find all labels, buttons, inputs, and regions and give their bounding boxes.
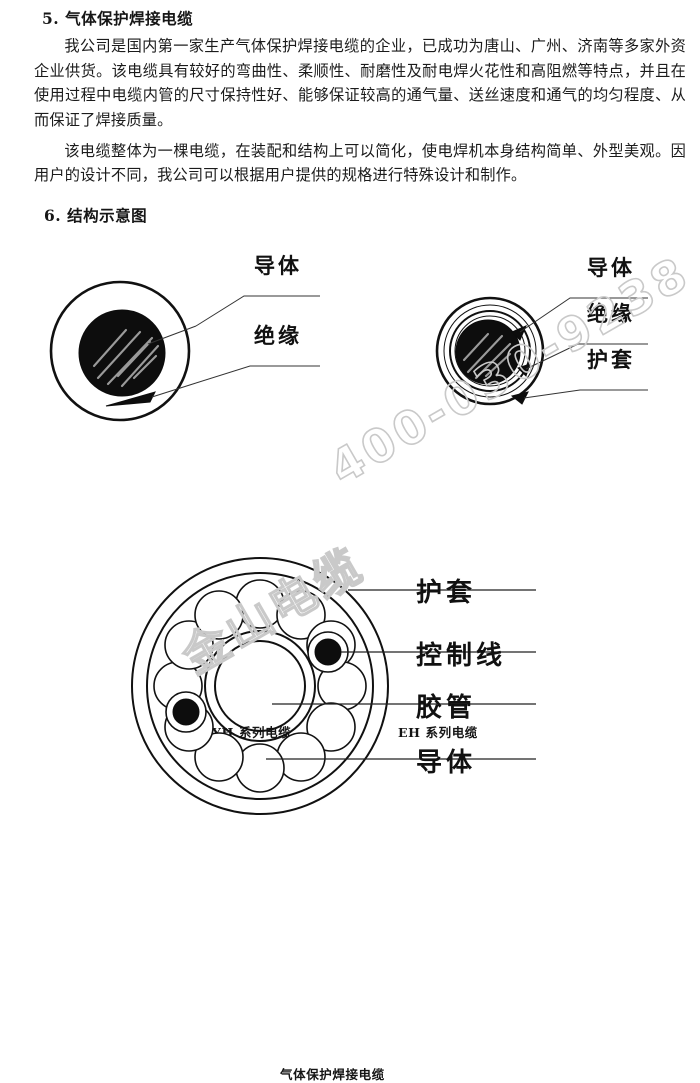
eh-conductor-leader — [519, 297, 648, 333]
yh-label-insulation: 绝缘 — [254, 323, 302, 348]
eh-insulation-leader — [525, 343, 648, 370]
gas-conductor-ring — [153, 578, 367, 793]
gas-label-conductor: 导体 — [416, 747, 477, 778]
gas-conductor-circle — [164, 619, 214, 670]
yh-cable-drawing — [49, 280, 320, 422]
eh-label-insulation: 绝缘 — [587, 301, 635, 326]
gas-conductor-circle — [194, 731, 244, 782]
gas-control-wire-upper-right — [307, 630, 349, 673]
yh-core-hatching — [92, 328, 160, 387]
eh-sheath-leader — [523, 389, 648, 399]
section-5-paragraph-2: 该电缆整体为一棵电缆，在装配和结构上可以简化，使电焊机本身结构简单、外型美观。因… — [34, 141, 686, 185]
gas-label-sheath: 护套 — [416, 577, 477, 608]
gas-sheath-outer-circle — [131, 556, 389, 815]
section-6-title: 结构示意图 — [67, 205, 148, 225]
gas-label-control-wire: 控制线 — [416, 640, 507, 671]
figures-area: 导体 绝缘 导体 — [0, 226, 700, 1082]
yh-conductor-leader — [195, 295, 320, 327]
eh-cable-drawing — [435, 296, 648, 406]
eh-cable-figure: 导体 绝缘 护套 — [360, 226, 700, 496]
gas-cable-figure: 护套 控制线 胶管 导体 — [120, 556, 680, 826]
eh-insulation-circle — [449, 309, 531, 392]
eh-conductor-arrowhead — [511, 324, 527, 341]
gas-conductor-circle — [306, 701, 356, 752]
eh-insulation-arrowhead — [517, 362, 531, 377]
yh-cable-figure: 导体 绝缘 — [0, 226, 360, 496]
yh-insulation-circle — [49, 280, 191, 422]
gas-conductor-circle — [235, 578, 285, 629]
eh-label-sheath: 护套 — [587, 347, 635, 372]
section-5-paragraph-1: 我公司是国内第一家生产气体保护焊接电缆的企业，已成功为唐山、广州、济南等多家外资… — [34, 37, 686, 129]
gas-conductor-circle — [235, 742, 285, 793]
gas-hose-outer-circle — [204, 629, 316, 742]
section-5-title: 气体保护焊接电缆 — [65, 9, 194, 28]
gas-hose-inner-circle — [214, 639, 306, 732]
gas-conductor-circle — [276, 589, 326, 640]
gas-cable-drawing — [131, 556, 536, 815]
yh-insulation-pointer — [151, 382, 197, 398]
eh-core-hatching — [462, 332, 512, 379]
gas-label-hose: 胶管 — [416, 692, 477, 723]
section-6-heading: 6. 结构示意图 — [0, 188, 700, 226]
section-5-number: 5. — [42, 9, 60, 28]
eh-cable-caption: EH 系列电缆 — [398, 724, 478, 740]
gas-control-wire-lower-left — [165, 690, 207, 733]
gas-conductor-circle — [276, 731, 326, 782]
gas-sheath-inner-circle — [146, 571, 374, 800]
section-6-number: 6. — [44, 205, 62, 225]
section-5-heading: 5. 气体保护焊接电缆 — [0, 0, 700, 29]
yh-insulation-leader — [195, 365, 320, 384]
eh-insulation-inner-edge — [454, 315, 526, 387]
eh-sheath-circle — [435, 296, 545, 406]
document-body: 5. 气体保护焊接电缆 我公司是国内第一家生产气体保护焊接电缆的企业，已成功为唐… — [0, 0, 700, 226]
gas-conductor-circle — [194, 589, 244, 640]
gas-control-wire-core — [172, 698, 200, 726]
gas-control-wire-core — [314, 638, 342, 666]
yh-conductor-pointer — [147, 325, 197, 345]
gas-cable-caption: 气体保护焊接电缆 — [280, 1066, 385, 1082]
eh-sheath-inner-edge — [443, 304, 537, 398]
yh-label-conductor: 导体 — [254, 253, 302, 278]
eh-label-conductor: 导体 — [587, 255, 635, 280]
